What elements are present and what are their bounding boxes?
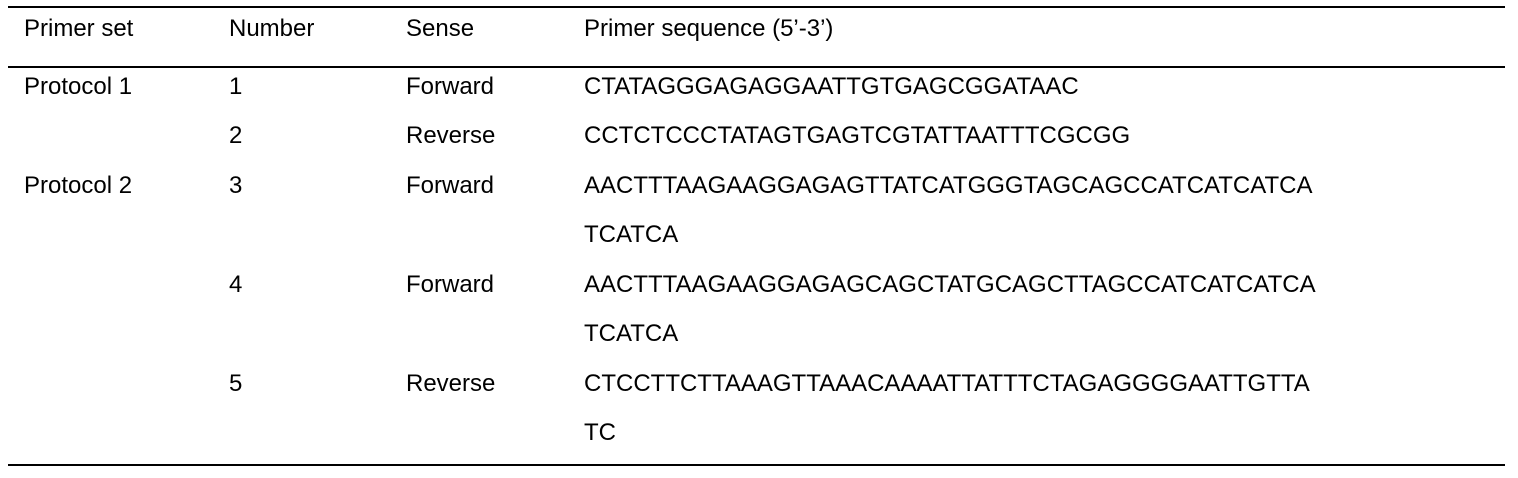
row-1-primer-set: Protocol 1 <box>24 73 133 100</box>
row-2-sense: Reverse <box>406 122 496 149</box>
row-4-sequence-line-2: TCATCA <box>584 320 679 347</box>
row-5-sequence-line-2: TC <box>584 419 616 446</box>
row-3-primer-set: Protocol 2 <box>24 172 133 199</box>
row-3-sense: Forward <box>406 172 495 199</box>
row-4-sense: Forward <box>406 271 495 298</box>
header-sense: Sense <box>406 15 475 42</box>
row-1-sequence-line-1: CTATAGGGAGAGGAATTGTGAGCGGATAAC <box>584 73 1079 100</box>
table-bottom-rule <box>8 464 1505 466</box>
row-5-sense: Reverse <box>406 370 496 397</box>
row-4-number: 4 <box>229 271 243 298</box>
row-2-sequence-line-1: CCTCTCCCTATAGTGAGTCGTATTAATTTCGCGG <box>584 122 1131 149</box>
row-4-sequence-line-1: AACTTTAAGAAGGAGAGCAGCTATGCAGCTTAGCCATCAT… <box>584 271 1316 298</box>
header-primer-sequence: Primer sequence (5’-3’) <box>584 15 834 42</box>
row-5-sequence-line-1: CTCCTTCTTAAAGTTAAACAAAATTATTTCTAGAGGGGAA… <box>584 370 1310 397</box>
row-1-number: 1 <box>229 73 243 100</box>
row-3-sequence-line-1: AACTTTAAGAAGGAGAGTTATCATGGGTAGCAGCCATCAT… <box>584 172 1313 199</box>
row-3-sequence-line-2: TCATCA <box>584 221 679 248</box>
header-primer-set: Primer set <box>24 15 134 42</box>
row-3-number: 3 <box>229 172 243 199</box>
row-2-number: 2 <box>229 122 243 149</box>
table-top-rule <box>8 6 1505 8</box>
header-number: Number <box>229 15 315 42</box>
row-1-sense: Forward <box>406 73 495 100</box>
row-5-number: 5 <box>229 370 243 397</box>
table-header-rule <box>8 66 1505 68</box>
